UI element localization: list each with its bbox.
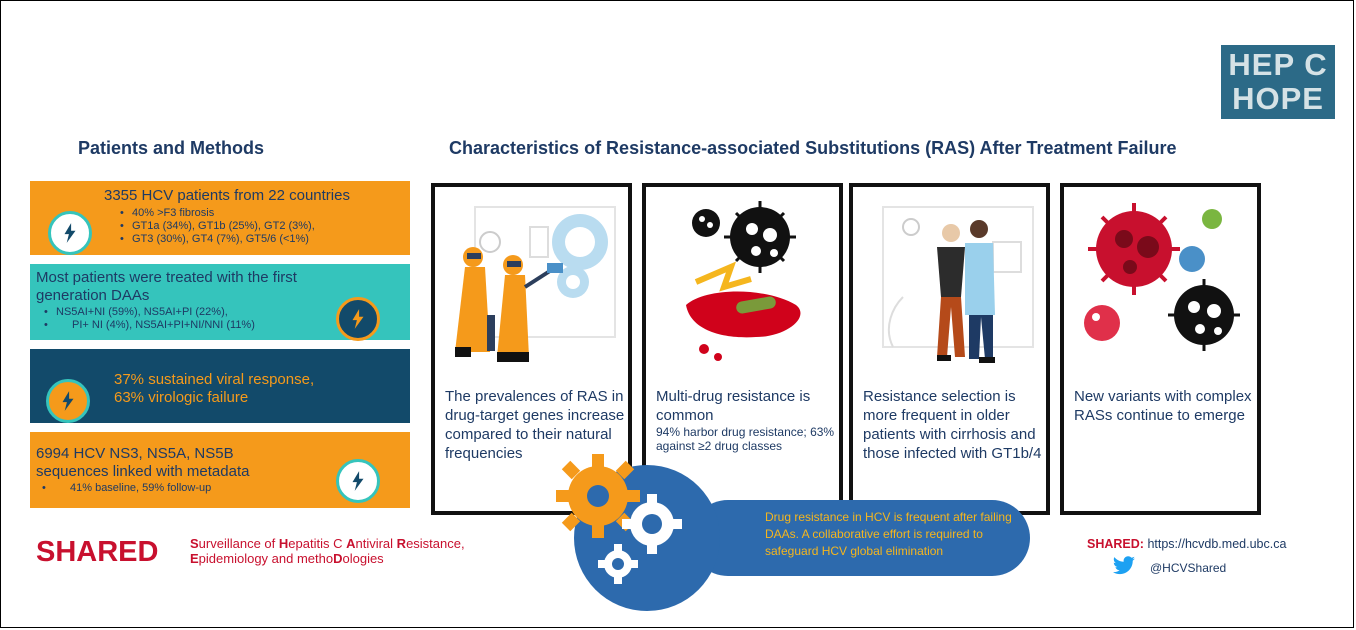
conclusion-pill [690,500,1030,576]
virus-splash-illustration [686,201,801,361]
gear-icon [556,454,682,584]
panel-patients-title: 3355 HCV patients from 22 countries [104,187,350,204]
hep-c-hope-logo: HEP C HOPE [1221,45,1335,119]
list-item: NS5AI+NI (59%), NS5AI+PI (22%), [42,306,297,319]
virus-icon [1088,203,1180,295]
viruses-illustration [1084,203,1240,351]
twitter-handle[interactable]: @HCVShared [1150,561,1227,575]
hazmat-workers-illustration [455,206,616,362]
lightning-bolt-icon [336,297,380,341]
panel-sequences-title-2: sequences linked with metadata [36,463,250,480]
card-multidrug-title: Multi-drug resistance is common [656,388,811,424]
logo-line-1: HEP C [1228,47,1328,82]
patients-methods-heading: Patients and Methods [78,138,265,158]
panel-outcome-line-2: 63% virologic failure [114,389,249,406]
panel-treatment: Most patients were treated with the firs… [30,264,410,341]
shared-title: SHARED [36,536,159,568]
list-item: 41% baseline, 59% follow-up [40,482,249,495]
virus-icon [724,201,796,273]
conclusion-text: Drug resistance in HCV is frequent after… [765,510,1012,558]
doctor-patient-illustration [882,206,1034,363]
card-selection: Resistance selection is more frequent in… [849,183,1050,515]
ras-characteristics-heading: Characteristics of Resistance-associated… [449,138,1177,158]
card-variants-text: New variants with complex RASs continue … [1074,388,1252,424]
website-url[interactable]: https://hcvdb.med.ubc.ca [1147,537,1287,551]
logo-line-2: HOPE [1232,81,1324,116]
shared-description-line-1: Surveillance of Hepatitis C Antiviral Re… [190,536,465,551]
list-item: PI+ NI (4%), NS5AI+PI+NI/NNI (11%) [42,319,297,332]
panel-outcome-line-1: 37% sustained viral response, [114,371,315,388]
panel-sequences-title-1: 6994 HCV NS3, NS5A, NS5B [36,445,234,462]
website: SHARED: https://hcvdb.med.ubc.ca [1087,537,1286,551]
panel-patients: 3355 HCV patients from 22 countries 40% … [30,181,410,255]
shared-description-line-2: Epidemiology and methoDologies [190,551,384,566]
panel-treatment-title-2: generation DAAs [36,287,150,304]
card-prevalence-text: The prevalences of RAS in drug-target ge… [445,388,625,462]
list-item: 40% >F3 fibrosis [118,207,350,220]
card-variants: New variants with complex RASs continue … [1060,183,1261,515]
card-selection-text: Resistance selection is more frequent in… [863,388,1042,462]
card-multidrug-text: Multi-drug resistance is common 94% harb… [656,387,836,453]
shared-description: Surveillance of Hepatitis C Antiviral Re… [190,536,465,566]
lightning-bolt-icon [48,211,92,255]
website-label: SHARED: [1087,537,1144,551]
card-multidrug: Multi-drug resistance is common 94% harb… [642,183,843,515]
panel-treatment-title-1: Most patients were treated with the firs… [36,269,297,286]
list-item: GT1a (34%), GT1b (25%), GT2 (3%), [118,220,350,233]
panel-outcome: 37% sustained viral response, 63% virolo… [30,349,410,423]
list-item: GT3 (30%), GT4 (7%), GT5/6 (<1%) [118,233,350,246]
twitter-bird-icon[interactable] [1112,556,1136,576]
panel-sequences: 6994 HCV NS3, NS5A, NS5B sequences linke… [30,432,410,508]
lightning-bolt-icon [336,459,380,503]
card-multidrug-sub: 94% harbor drug resistance; 63% against … [656,425,835,453]
lightning-bolt-icon [46,379,90,423]
